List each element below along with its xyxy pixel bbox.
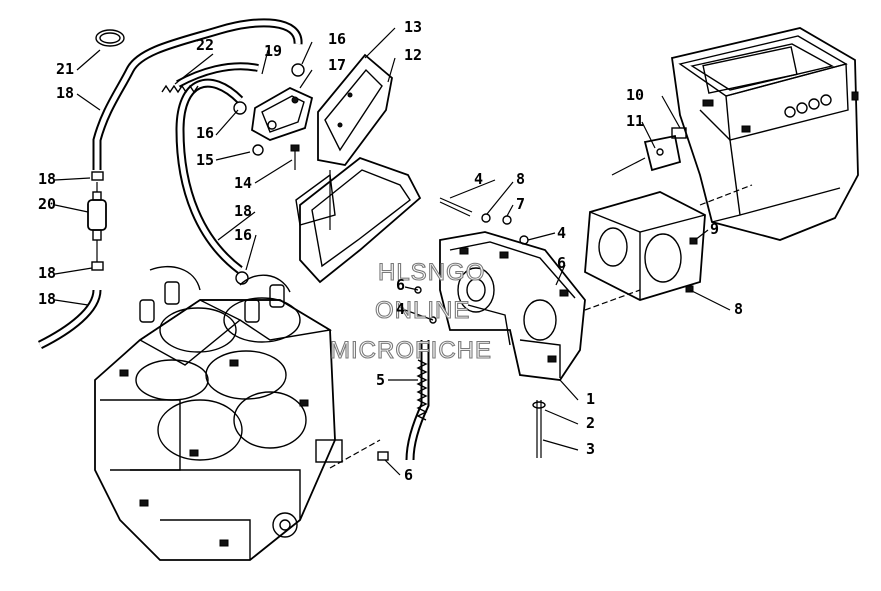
callout-21: 21 (56, 60, 74, 78)
callout-numbers: 13 12 16 17 22 19 21 18 16 15 14 18 16 1… (38, 18, 743, 484)
callout-4-right: 4 (557, 224, 566, 242)
leader-lines (54, 27, 753, 476)
fuel-pump (251, 86, 314, 141)
watermark-line-2: ONLINE (375, 297, 470, 324)
callout-16-top: 16 (328, 30, 346, 48)
callout-16-mid: 16 (196, 124, 214, 142)
callout-13: 13 (404, 18, 422, 36)
callout-2: 2 (586, 414, 595, 432)
watermark-line-3: MICROFICHE (330, 337, 492, 364)
spring (161, 84, 199, 94)
small-clamps (91, 63, 305, 285)
callout-9: 9 (710, 220, 719, 238)
callout-11: 11 (626, 112, 644, 130)
callout-6-left: 6 (396, 276, 405, 294)
callout-19: 19 (264, 42, 282, 60)
callout-22: 22 (196, 36, 214, 54)
hoses (37, 18, 430, 461)
bolt (290, 144, 300, 170)
callout-18-b: 18 (234, 202, 252, 220)
callout-6-bottom: 6 (404, 466, 413, 484)
fuel-filter (87, 182, 107, 262)
callout-7: 7 (516, 195, 525, 213)
watermark-line-1: HLSNGO (378, 259, 485, 286)
belt-guard (295, 156, 422, 284)
callout-8-right: 8 (734, 300, 743, 318)
callout-8-top: 8 (516, 170, 525, 188)
callout-6-right: 6 (557, 254, 566, 272)
callout-15: 15 (196, 151, 214, 169)
callout-18-a: 18 (56, 84, 74, 102)
callout-4-top: 4 (474, 170, 483, 188)
hose-clamp (95, 29, 125, 47)
callout-5: 5 (376, 371, 385, 389)
air-silencer-box (670, 27, 859, 241)
callout-12: 12 (404, 46, 422, 64)
pilot-jet (532, 400, 546, 458)
callout-16-low: 16 (234, 226, 252, 244)
callout-14: 14 (234, 174, 252, 192)
intake-adapter (584, 191, 706, 301)
engine-block (94, 266, 343, 561)
callout-20: 20 (38, 195, 56, 213)
callout-1: 1 (586, 390, 595, 408)
watermark: HLSNGO ONLINE MICROFICHE (329, 258, 492, 364)
spring-vertical (416, 359, 428, 421)
callout-18-e: 18 (38, 290, 56, 308)
callout-17: 17 (328, 56, 346, 74)
callout-18-c: 18 (38, 170, 56, 188)
callout-3: 3 (586, 440, 595, 458)
callout-4-left: 4 (396, 300, 405, 318)
callout-18-d: 18 (38, 264, 56, 282)
callout-10: 10 (626, 86, 644, 104)
pump-cover-plate (317, 53, 393, 166)
